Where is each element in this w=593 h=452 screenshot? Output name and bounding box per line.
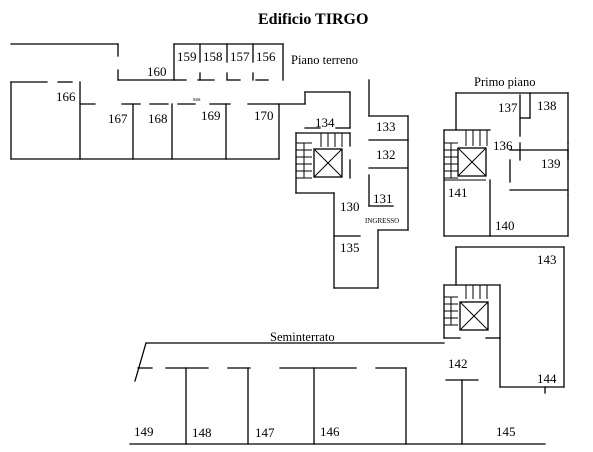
room-131-label: 131 [373,191,393,206]
entrance-label: INGRESSO [365,217,399,225]
room-147-label: 147 [255,425,275,440]
first-floor-label: Primo piano [474,75,535,89]
room-130-label: 130 [340,199,360,214]
room-136-label: 136 [493,138,513,153]
room-170-label: 170 [254,108,274,123]
basement-elevator-icon [459,301,489,331]
basement-walls [129,246,565,445]
room-168-label: 168 [148,111,168,126]
room-142-label: 142 [448,356,468,371]
basement-stairs [444,285,488,326]
ground-elevator-icon [313,148,343,178]
first-elevator-icon [457,147,487,177]
room-157-label: 157 [230,49,250,64]
first-stairs [444,130,488,181]
room-144-label: 144 [537,371,557,386]
ground-stairs [296,133,343,179]
room-132-label: 132 [376,147,396,162]
room-137-label: 137 [498,100,518,115]
room-143-label: 143 [537,252,557,267]
room-160-label: 160 [147,64,167,79]
room-156-label: 156 [256,49,276,64]
first-floor-walls [443,92,569,237]
room-166-label: 166 [56,89,76,104]
corridor-tag: sss [193,96,201,103]
room-140-label: 140 [495,218,515,233]
room-146-label: 146 [320,424,340,439]
room-167-label: 167 [108,111,128,126]
first-floor-plan [443,92,569,237]
room-159-label: 159 [177,49,197,64]
room-133-label: 133 [376,119,396,134]
room-135-label: 135 [340,240,360,255]
room-158-label: 158 [203,49,223,64]
room-134-label: 134 [315,115,335,130]
room-138-label: 138 [537,98,557,113]
room-148-label: 148 [192,425,212,440]
room-139-label: 139 [541,156,561,171]
basement-plan [129,246,565,445]
plan-title: Edificio TIRGO [258,11,368,28]
basement-floor-label: Seminterrato [270,330,335,344]
room-145-label: 145 [496,424,516,439]
room-141-label: 141 [448,185,468,200]
ground-floor-walls [10,43,409,289]
ground-floor-plan [10,43,409,289]
room-169-label: 169 [201,108,221,123]
room-149-label: 149 [134,424,154,439]
ground-floor-label: Piano terreno [291,53,358,67]
